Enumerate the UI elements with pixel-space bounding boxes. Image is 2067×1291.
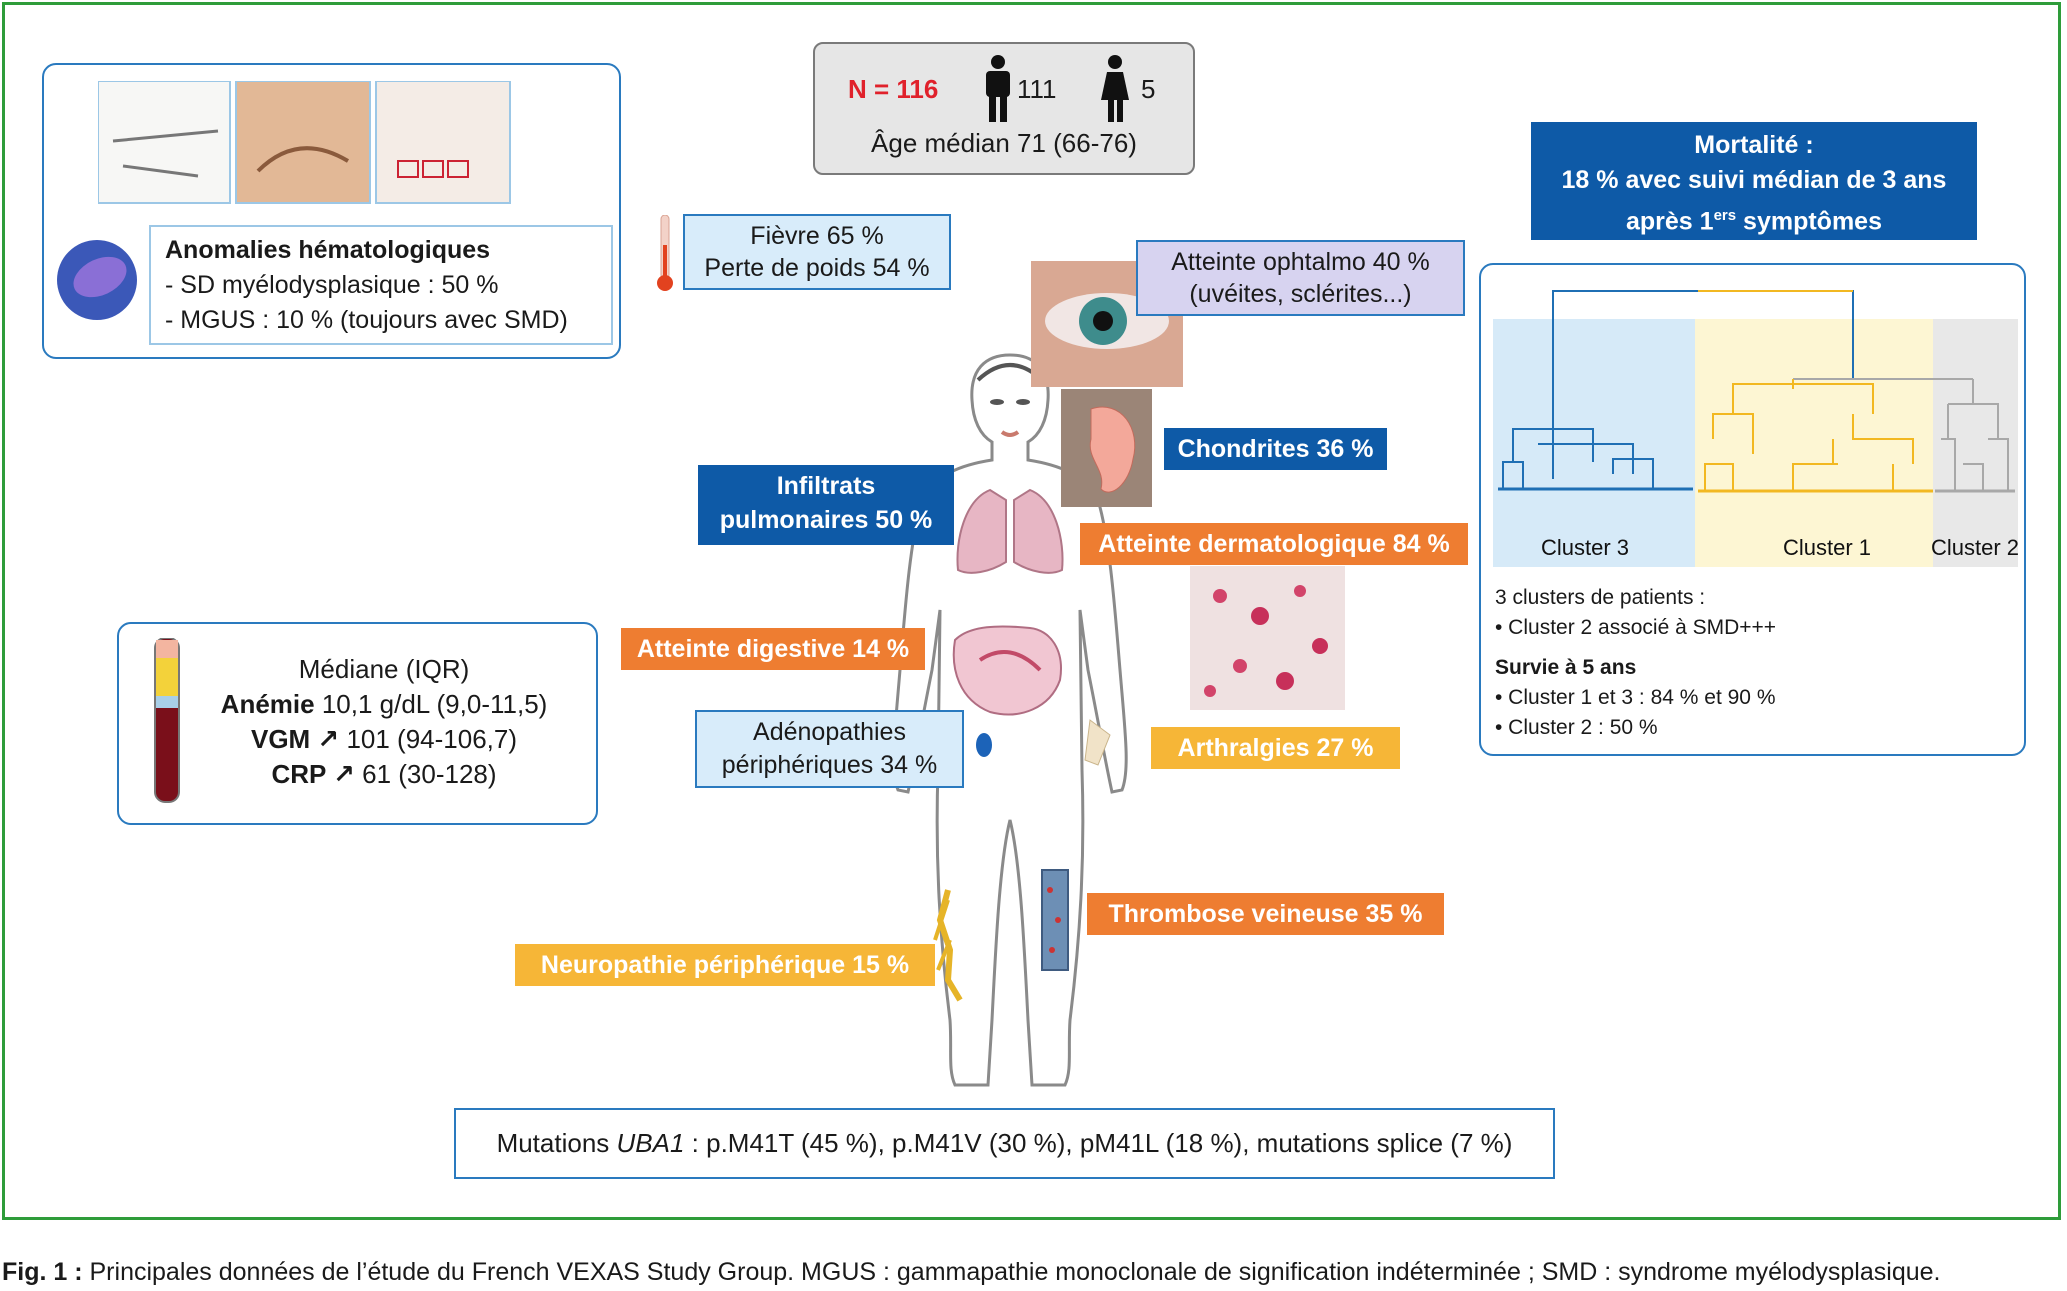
survival-cluster13: • Cluster 1 et 3 : 84 % et 90 %	[1495, 686, 1776, 709]
haematology-text-box: Anomalies hématologiques - SD myélodyspl…	[149, 225, 613, 345]
gene-name: UBA1	[616, 1128, 685, 1158]
haematology-mgus: - MGUS : 10 % (toujours avec SMD)	[165, 306, 568, 334]
caption-text: Principales données de l’étude du French…	[82, 1258, 1941, 1286]
anemia-row: Anémie 10,1 g/dL (9,0-11,5)	[220, 689, 548, 719]
survival-cluster2: • Cluster 2 : 50 %	[1495, 716, 1658, 739]
ophthalmo-label: Atteinte ophtalmo 40 % (uvéites, sclérit…	[1136, 240, 1465, 316]
dermatology-label: Atteinte dermatologique 84 %	[1080, 523, 1468, 565]
female-icon	[1101, 55, 1129, 122]
cohort-n: N = 116	[848, 74, 939, 104]
cluster-summary: 3 clusters de patients : • Cluster 2 ass…	[1495, 583, 2015, 743]
ophthalmo-text: Atteinte ophtalmo 40 %	[1171, 248, 1430, 276]
survival-title: Survie à 5 ans	[1495, 656, 1637, 679]
mortality-title: Mortalité :	[1694, 131, 1814, 159]
vgm-row: VGM ↗ 101 (94-106,7)	[250, 724, 518, 754]
weight-loss-text: Perte de poids 54 %	[704, 254, 930, 282]
figure-frame	[2, 2, 2061, 1220]
cluster2-label: Cluster 2	[1931, 535, 2018, 560]
biology-header: Médiane (IQR)	[298, 654, 470, 684]
adenopathy-text-2: périphériques 34 %	[721, 751, 938, 779]
haematology-title: Anomalies hématologiques	[165, 236, 491, 264]
male-icon	[986, 55, 1010, 122]
figure-caption: Fig. 1 : Principales données de l’étude …	[2, 1258, 1940, 1287]
mortality-followup: après 1ers symptômes	[1626, 207, 1882, 236]
women-count: 5	[1141, 74, 1156, 104]
pulmonary-text-2: pulmonaires 50 %	[719, 506, 933, 534]
adenopathy-label: Adénopathies périphériques 34 %	[695, 710, 964, 788]
blood-tube-icon	[154, 638, 180, 803]
pulmonary-label: Infiltrats pulmonaires 50 %	[698, 465, 954, 545]
pulmonary-text-1: Infiltrats	[776, 472, 876, 500]
cluster3-label: Cluster 3	[1541, 535, 1629, 560]
median-age: Âge médian 71 (66-76)	[871, 128, 1137, 158]
cluster2-background	[1933, 319, 2018, 567]
haematology-panel: Anomalies hématologiques - SD myélodyspl…	[42, 63, 621, 359]
ophthalmo-detail-text: (uvéites, sclérites...)	[1189, 280, 1412, 308]
thrombosis-label: Thrombose veineuse 35 %	[1087, 893, 1444, 935]
adenopathy-text-1: Adénopathies	[753, 718, 906, 746]
mortality-rate: 18 % avec suivi médian de 3 ans	[1561, 166, 1947, 194]
crp-row: CRP ↗ 61 (30-128)	[271, 759, 497, 789]
biology-values: Médiane (IQR) Anémie 10,1 g/dL (9,0-11,5…	[179, 652, 589, 792]
cluster1-background	[1695, 319, 1933, 567]
biology-panel: Médiane (IQR) Anémie 10,1 g/dL (9,0-11,5…	[117, 622, 598, 825]
haematology-mds: - SD myélodysplasique : 50 %	[165, 271, 499, 299]
dendrogram: Cluster 3 Cluster 1 Cluster 2	[1493, 290, 2018, 567]
cohort-panel: N = 116 111 5 Âge médian 71 (66-76)	[813, 42, 1195, 175]
blood-cell-icon	[57, 240, 137, 320]
fever-text: Fièvre 65 %	[750, 222, 884, 250]
caption-label: Fig. 1 :	[2, 1258, 83, 1286]
cluster-summary-title: 3 clusters de patients :	[1495, 586, 1706, 609]
mortality-panel: Mortalité : 18 % avec suivi médian de 3 …	[1531, 122, 1977, 240]
men-count: 111	[1017, 74, 1057, 104]
neuropathy-label: Neuropathie périphérique 15 %	[515, 944, 935, 986]
chondritis-label: Chondrites 36 %	[1164, 428, 1387, 470]
cluster-panel: Cluster 3 Cluster 1 Cluster 2 3 clusters…	[1479, 263, 2026, 756]
cluster2-smd: • Cluster 2 associé à SMD+++	[1495, 616, 1777, 639]
fever-weight-label: Fièvre 65 % Perte de poids 54 %	[683, 214, 951, 290]
ear-photo	[1061, 389, 1152, 507]
arthralgia-label: Arthralgies 27 %	[1151, 727, 1400, 769]
digestive-label: Atteinte digestive 14 %	[621, 628, 925, 670]
mutations-panel: Mutations UBA1 : p.M41T (45 %), p.M41V (…	[454, 1108, 1555, 1179]
lab-procedure-images	[98, 81, 511, 204]
skin-lesion-photo	[1190, 566, 1345, 710]
cluster1-label: Cluster 1	[1783, 535, 1871, 560]
thermometer-icon	[657, 215, 673, 291]
